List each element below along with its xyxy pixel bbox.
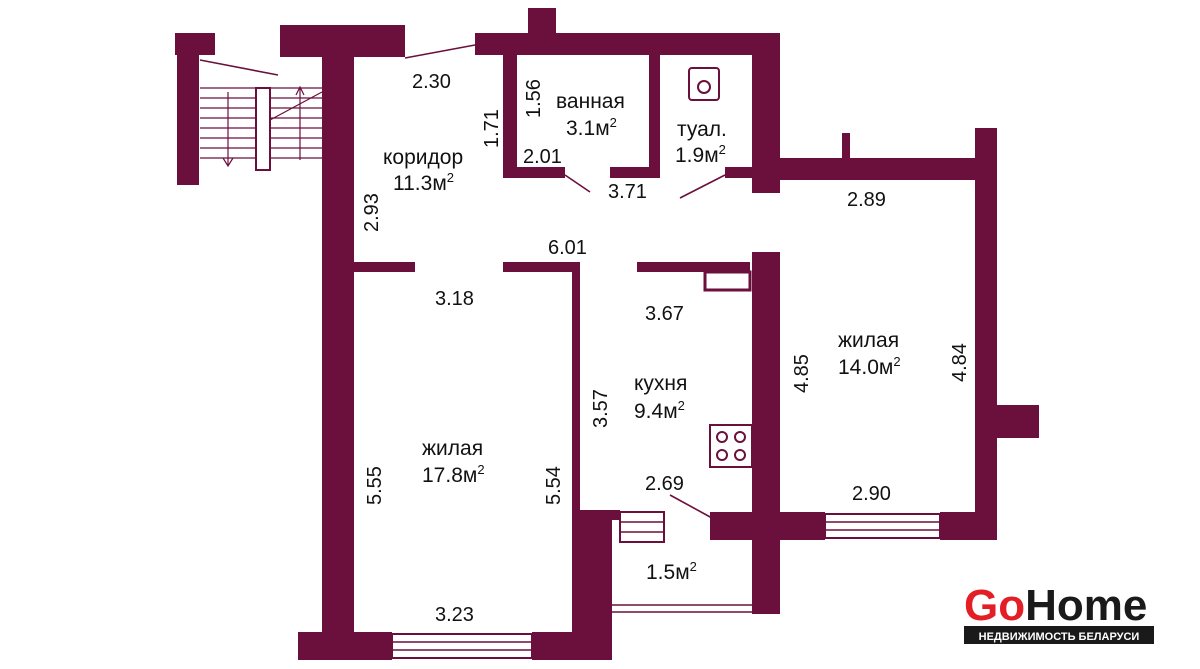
living-right-name: жилая bbox=[838, 329, 899, 352]
dim-5-55: 5.55 bbox=[364, 466, 386, 505]
logo-text: GoHome bbox=[964, 581, 1147, 630]
bathroom-name: ванная bbox=[556, 90, 625, 113]
dim-2-89: 2.89 bbox=[847, 189, 886, 211]
room-living-right: жилая 14.0м2 bbox=[838, 329, 901, 379]
doors bbox=[404, 44, 726, 519]
kitchen-area: 9.4м2 bbox=[634, 398, 685, 423]
walls bbox=[280, 8, 1039, 660]
window-left-room bbox=[391, 633, 533, 659]
dim-2-69: 2.69 bbox=[645, 473, 684, 495]
dim-5-54: 5.54 bbox=[543, 466, 565, 505]
living-left-name: жилая bbox=[422, 437, 483, 460]
dim-3-18: 3.18 bbox=[435, 288, 474, 310]
logo-tagline: НЕДВИЖИМОСТЬ БЕЛАРУСИ bbox=[979, 631, 1140, 643]
dimensions: 2.30 1.56 1.71 2.01 3.71 2.89 2.93 6.01 … bbox=[361, 71, 971, 626]
bathroom-area: 3.1м2 bbox=[566, 115, 617, 140]
living-right-area: 14.0м2 bbox=[838, 354, 901, 379]
toilet-area: 1.9м2 bbox=[675, 142, 726, 167]
dim-2-01: 2.01 bbox=[523, 146, 562, 168]
dim-4-84: 4.84 bbox=[949, 343, 971, 382]
fixtures bbox=[612, 270, 752, 613]
toilet-name: туал. bbox=[677, 118, 727, 141]
dim-1-71: 1.71 bbox=[481, 109, 503, 148]
room-kitchen: кухня 9.4м2 bbox=[634, 372, 687, 423]
dim-3-67: 3.67 bbox=[645, 303, 684, 325]
dim-2-90: 2.90 bbox=[852, 483, 891, 505]
balcony-area: 1.5м2 bbox=[646, 559, 697, 584]
dim-3-57: 3.57 bbox=[590, 389, 612, 428]
room-corridor: коридор 11.3м2 bbox=[383, 146, 463, 195]
corridor-area: 11.3м2 bbox=[393, 170, 454, 195]
living-left-area: 17.8м2 bbox=[422, 462, 485, 487]
gohome-logo: GoHome НЕДВИЖИМОСТЬ БЕЛАРУСИ bbox=[964, 581, 1154, 644]
dim-4-85: 4.85 bbox=[791, 354, 813, 393]
window-right-room bbox=[824, 513, 941, 539]
room-bathroom: ванная 3.1м2 bbox=[556, 90, 625, 140]
dim-3-71: 3.71 bbox=[608, 181, 647, 203]
dim-2-30: 2.30 bbox=[412, 71, 451, 93]
kitchen-name: кухня bbox=[634, 372, 687, 395]
dim-3-23: 3.23 bbox=[435, 604, 474, 626]
dim-1-56: 1.56 bbox=[523, 79, 545, 118]
dim-6-01: 6.01 bbox=[548, 237, 587, 259]
dim-2-93: 2.93 bbox=[361, 193, 383, 232]
room-toilet: туал. 1.9м2 bbox=[675, 118, 727, 167]
room-balcony: 1.5м2 bbox=[646, 559, 697, 584]
staircase-icon bbox=[175, 33, 323, 185]
room-living-left: жилая 17.8м2 bbox=[422, 437, 485, 487]
toilet-icon bbox=[688, 67, 720, 101]
corridor-name: коридор bbox=[383, 146, 463, 169]
stove-icon bbox=[709, 424, 753, 468]
